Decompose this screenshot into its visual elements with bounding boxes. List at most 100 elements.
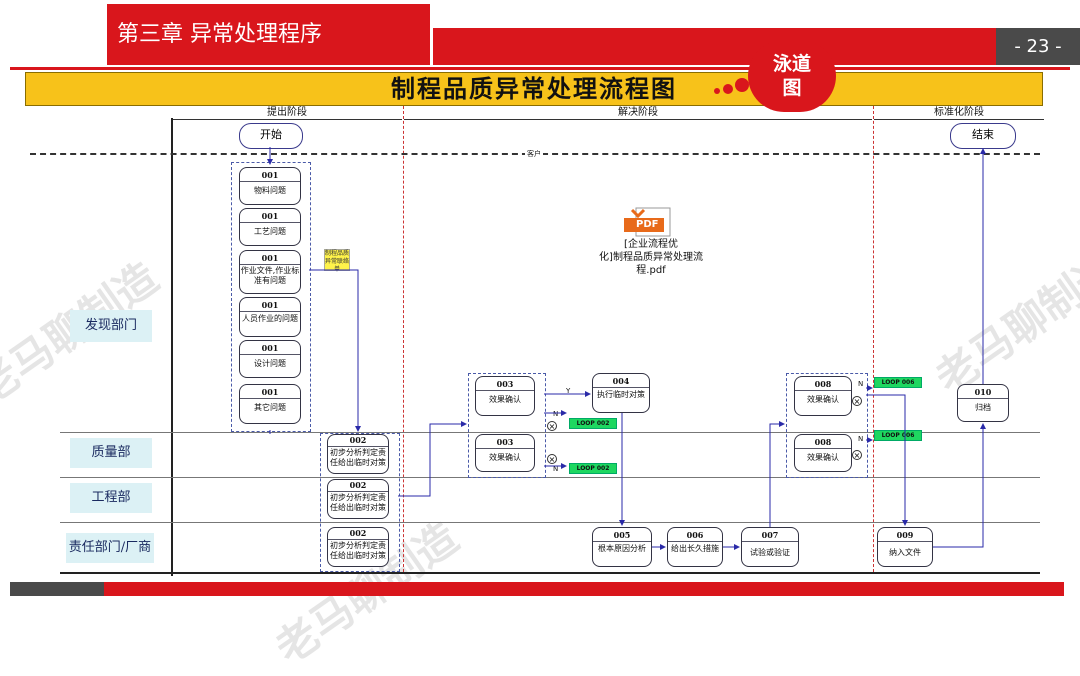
header-band — [433, 28, 996, 65]
no-label: N — [553, 410, 559, 418]
footer-bar-dark — [10, 582, 104, 596]
node-text: 效果确认 — [807, 453, 839, 462]
node-text: 试验或验证 — [750, 548, 790, 557]
no-label: N — [553, 465, 559, 473]
node-number: 001 — [240, 387, 300, 399]
node-001-operator: 001 人员作业的问题 — [239, 297, 301, 337]
node-text: 效果确认 — [489, 453, 521, 462]
node-number: 001 — [240, 170, 300, 182]
node-005-root-cause: 005 根本原因分析 — [592, 527, 652, 567]
node-number: 007 — [742, 530, 798, 542]
confirm-008-group — [786, 373, 868, 478]
node-001-other: 001 其它问题 — [239, 384, 301, 424]
badge-line2: 图 — [782, 77, 802, 99]
node-003-confirm-a: 003 效果确认 — [475, 376, 535, 416]
pdf-attachment-caption[interactable]: [企业流程优 化]制程品质异常处理流程.pdf — [585, 238, 717, 277]
node-text: 执行临时对策 — [597, 390, 645, 399]
node-002-quality: 002 初步分析判定责任给出临时对策 — [327, 434, 389, 474]
node-number: 001 — [240, 253, 300, 265]
node-number: 008 — [795, 379, 851, 391]
swimlane-badge: 泳道 图 — [748, 40, 836, 112]
phase-divider — [873, 106, 874, 572]
pdf-attachment-icon[interactable]: PDF — [622, 206, 682, 238]
no-label: N — [858, 380, 864, 388]
node-number: 003 — [476, 379, 534, 391]
node-number: 001 — [240, 300, 300, 312]
node-number: 008 — [795, 437, 851, 449]
phase-solve: 解决阶段 — [404, 106, 872, 120]
badge-line1: 泳道 — [772, 53, 811, 75]
lane-separator — [60, 432, 1040, 433]
footer-bar-red — [104, 582, 1064, 596]
yes-label: Y — [566, 387, 571, 395]
chapter-title: 第三章 异常处理程序 — [107, 4, 430, 65]
node-003-confirm-b: 003 效果确认 — [475, 434, 535, 472]
node-text: 初步分析判定责任给出临时对策 — [330, 493, 386, 512]
lane-finder-dept: 发现部门 — [70, 310, 152, 342]
node-text: 初步分析判定责任给出临时对策 — [330, 541, 386, 560]
node-text: 效果确认 — [489, 395, 521, 404]
cloud-bubble — [735, 78, 749, 92]
header-rule — [10, 67, 1070, 70]
node-text: 给出长久措施 — [671, 544, 719, 553]
node-text: 工艺问题 — [254, 227, 286, 236]
loop-badge: LOOP 006 — [874, 430, 922, 441]
node-number: 004 — [593, 376, 649, 388]
lane-responsible-dept: 责任部门/厂商 — [66, 533, 154, 563]
pdf-icon — [624, 207, 671, 237]
caption-line2: 化]制程品质异常处理流程.pdf — [599, 252, 703, 276]
start-node: 开始 — [239, 123, 303, 149]
terminate-icon: × — [547, 421, 557, 431]
node-001-documents: 001 作业文件,作业标准有问题 — [239, 250, 301, 294]
node-text: 物料问题 — [254, 186, 286, 195]
node-text: 效果确认 — [807, 395, 839, 404]
confirm-003-group — [468, 373, 546, 478]
node-007-verify: 007 试验或验证 — [741, 527, 799, 567]
lane-quality-dept: 质量部 — [70, 438, 152, 468]
node-text: 初步分析判定责任给出临时对策 — [330, 448, 386, 467]
lane-bottom — [60, 572, 1040, 574]
phase-standardize: 标准化阶段 — [874, 106, 1044, 120]
caption-line1: [企业流程优 — [624, 239, 678, 250]
node-text: 归档 — [975, 403, 991, 412]
node-text: 设计问题 — [254, 359, 286, 368]
node-number: 009 — [878, 530, 932, 542]
node-001-process: 001 工艺问题 — [239, 208, 301, 246]
node-001-design: 001 设计问题 — [239, 340, 301, 378]
node-number: 005 — [593, 530, 651, 542]
terminate-icon: × — [852, 396, 862, 406]
node-002-engineering: 002 初步分析判定责任给出临时对策 — [327, 479, 389, 519]
node-006-long-term: 006 给出长久措施 — [667, 527, 723, 567]
node-001-material: 001 物料问题 — [239, 167, 301, 205]
node-008-confirm-b: 008 效果确认 — [794, 434, 852, 472]
terminate-icon: × — [547, 454, 557, 464]
node-number: 001 — [240, 211, 300, 223]
node-002-responsible: 002 初步分析判定责任给出临时对策 — [327, 527, 389, 567]
node-010-archive: 010 归档 — [957, 384, 1009, 422]
customer-label: 客户 — [525, 149, 543, 159]
node-text: 人员作业的问题 — [242, 314, 298, 323]
node-008-confirm-a: 008 效果确认 — [794, 376, 852, 416]
node-number: 010 — [958, 387, 1008, 399]
node-number: 002 — [328, 528, 388, 540]
phase-propose: 提出阶段 — [172, 106, 402, 120]
node-text: 根本原因分析 — [598, 544, 646, 553]
node-number: 001 — [240, 343, 300, 355]
lane-separator — [60, 477, 1040, 478]
node-text: 作业文件,作业标准有问题 — [240, 266, 300, 285]
node-text: 纳入文件 — [889, 548, 921, 557]
phase-divider — [403, 106, 404, 572]
lane-separator — [60, 522, 1040, 523]
no-label: N — [858, 435, 864, 443]
loop-badge: LOOP 002 — [569, 418, 617, 429]
lane-axis — [171, 118, 173, 576]
pdf-label: PDF — [636, 219, 659, 230]
loop-badge: LOOP 002 — [569, 463, 617, 474]
cloud-bubble — [723, 84, 733, 94]
node-number: 002 — [328, 435, 388, 447]
page-number: - 23 - — [996, 28, 1080, 65]
analysis-group — [320, 433, 400, 572]
node-number: 003 — [476, 437, 534, 449]
node-number: 006 — [668, 530, 722, 542]
diagram-title: 制程品质异常处理流程图 — [25, 72, 1043, 106]
